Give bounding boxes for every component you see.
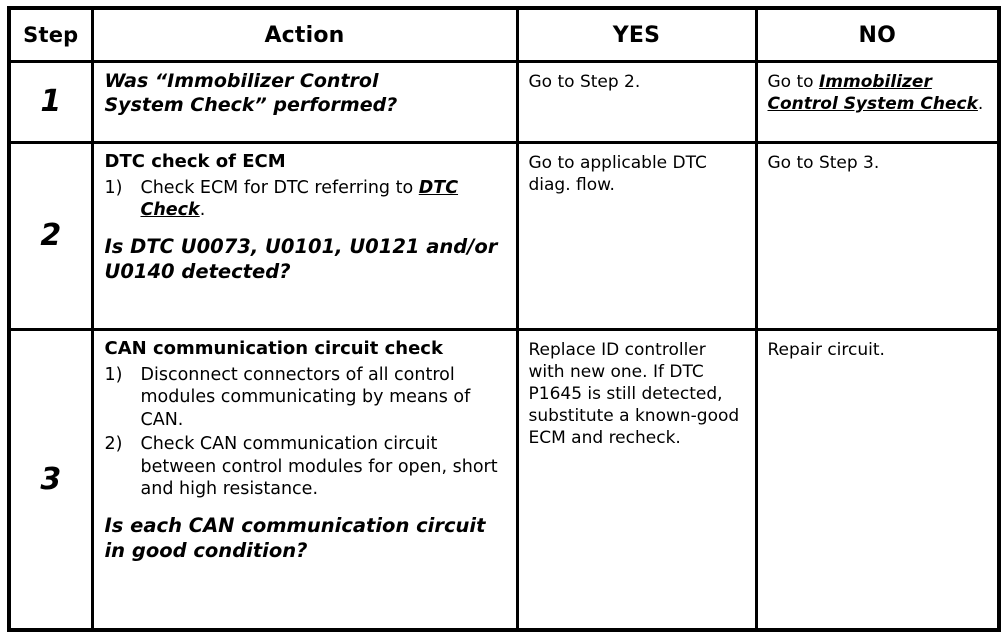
no-cell: Go to Immobilizer Control System Check. (754, 60, 1001, 144)
action-cell: Was “Immobilizer Control System Check” p… (90, 60, 519, 144)
action-step-number: 1) (104, 177, 123, 198)
action-question: Is DTC U0073, U0101, U0121 and/or U0140 … (104, 235, 498, 284)
no-cell-lead-text: Go to Step 3. (767, 152, 880, 173)
action-question: Was “Immobilizer Control System Check” p… (105, 70, 508, 118)
no-cell: Repair circuit. (754, 327, 1001, 632)
action-step-item: 1) Disconnect connectors of all control m… (105, 364, 508, 432)
step-number-cell: 2 (7, 140, 94, 331)
no-cell: Go to Step 3. (754, 140, 1001, 331)
table-row: 2 DTC check of ECM 1) Check ECM for DTC r… (7, 140, 1001, 331)
step-number-cell: 1 (7, 60, 94, 144)
header-row: Step Action YES NO (7, 6, 1001, 63)
action-step-number: 1) (104, 364, 123, 385)
table-body: 1 Was “Immobilizer Control System Check”… (7, 60, 1001, 632)
action-step-text: Disconnect connectors of all control mod… (140, 364, 471, 431)
yes-cell: Replace ID controller with new one. If D… (515, 327, 758, 632)
table-header: Step Action YES NO (7, 6, 1001, 63)
column-header-step: Step (7, 6, 94, 63)
column-header-no: NO (754, 6, 1001, 63)
action-cell: CAN communication circuit check 1) Discon… (90, 327, 519, 632)
action-step-text: Check CAN communication circuit between … (140, 433, 498, 500)
action-step-item: 1) Check ECM for DTC referring to DTC Che… (105, 177, 508, 223)
reference-link-immobilizer-control-system-check[interactable]: Immobilizer Control System Check (767, 72, 978, 115)
yes-cell: Go to Step 2. (515, 60, 758, 144)
column-header-yes: YES (515, 6, 758, 63)
action-question-line-2: System Check” performed? (104, 93, 398, 116)
action-step-list: 1) Disconnect connectors of all control m… (105, 364, 508, 502)
action-step-number: 2) (104, 433, 123, 454)
action-heading: CAN communication circuit check (104, 337, 443, 359)
no-cell-tail-text: . (977, 94, 984, 115)
action-question: Is each CAN communication circuit in goo… (104, 514, 486, 562)
action-heading: DTC check of ECM (104, 150, 286, 172)
reference-link-dtc-check[interactable]: DTC Check (140, 177, 459, 221)
no-cell-lead-text: Repair circuit. (767, 339, 885, 360)
table-row: 3 CAN communication circuit check 1) Disc… (7, 327, 1001, 632)
action-cell: DTC check of ECM 1) Check ECM for DTC ref… (90, 140, 519, 331)
action-step-text: Check ECM for DTC referring to (140, 177, 419, 198)
yes-cell: Go to applicable DTC diag. flow. (515, 140, 758, 331)
diagnostic-flow-table: Step Action YES NO 1 Was “Immobilizer Co… (7, 6, 1001, 632)
no-cell-lead-text: Go to (767, 72, 819, 92)
action-step-item: 2) Check CAN communication circuit betwee… (105, 433, 508, 501)
action-question-line-1: Was “Immobilizer Control (104, 70, 379, 92)
table-row: 1 Was “Immobilizer Control System Check”… (7, 60, 1001, 144)
step-number-cell: 3 (7, 327, 94, 632)
action-step-text-tail: . (199, 200, 206, 221)
column-header-action: Action (90, 6, 519, 63)
action-step-list: 1) Check ECM for DTC referring to DTC Che… (105, 177, 508, 223)
